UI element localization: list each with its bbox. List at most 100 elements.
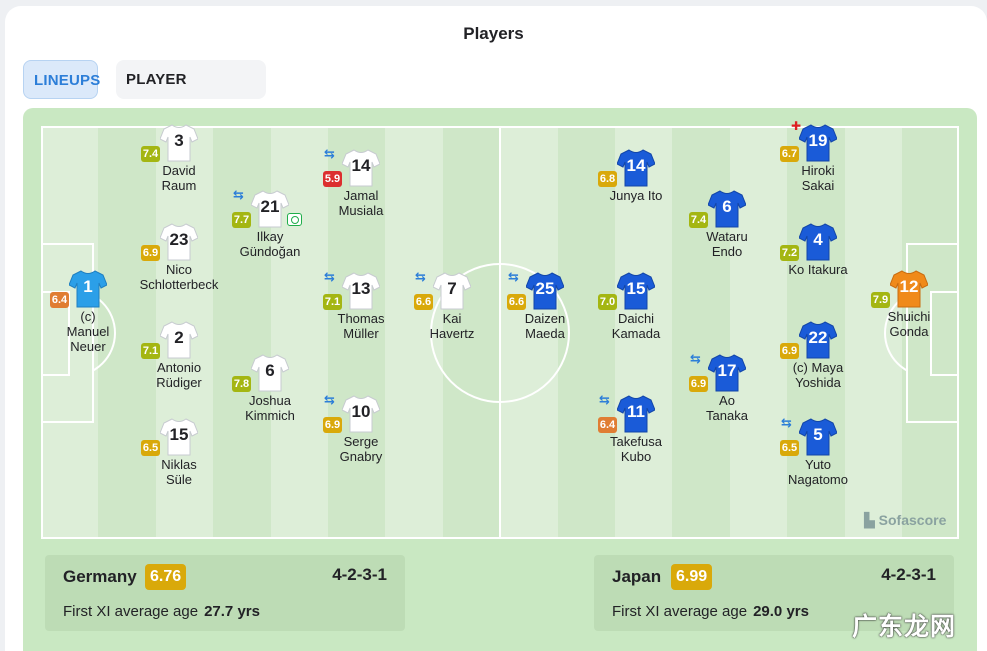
shirt-icon: [69, 270, 107, 308]
shirt-number: 22: [808, 328, 828, 347]
player-rating-badge: 6.8: [598, 171, 617, 187]
shirt-number: 2: [174, 328, 184, 347]
tab-player-statistics[interactable]: PLAYER STATISTICS: [116, 60, 266, 127]
shirt-number: 6: [722, 197, 732, 216]
player-shirt: 23: [160, 222, 198, 262]
player-name: Schlotterbeck: [139, 277, 219, 292]
player-name: Junya Ito: [609, 188, 663, 203]
player-rating-badge: 6.5: [780, 440, 799, 456]
shirt-number: 4: [813, 230, 823, 249]
team-name: Japan: [612, 567, 662, 586]
player-name: Yoshida: [795, 375, 841, 390]
shirt-number: 14: [626, 156, 646, 175]
shirt-number: 15: [626, 279, 646, 298]
substitution-icon: ⇆: [324, 392, 335, 407]
player-name: Shuichi: [887, 309, 931, 324]
shirt-icon: [617, 395, 655, 433]
player-name: Rüdiger: [156, 375, 202, 390]
player-rating-badge: 6.9: [141, 245, 160, 261]
player-name: Raum: [161, 178, 197, 193]
player-name: Nico: [165, 262, 192, 277]
player-name: Niklas: [161, 457, 197, 472]
shirt-number: 19: [808, 131, 828, 150]
player-rating-badge: 7.1: [141, 343, 160, 359]
team-name: Germany: [63, 567, 137, 586]
shirt-icon: [799, 223, 837, 261]
player-name: Sakai: [801, 178, 835, 193]
average-age-value: 27.7 yrs: [204, 603, 260, 620]
shirt-icon: [526, 272, 564, 310]
player-shirt: 15: [160, 417, 198, 457]
player-shirt: 19: [799, 123, 837, 163]
substitution-icon: ⇆: [415, 269, 426, 284]
shirt-number: 23: [169, 230, 189, 249]
player-rating-badge: 6.9: [689, 376, 708, 392]
watermark: 广东龙网: [852, 612, 957, 641]
shirt-icon: [708, 190, 746, 228]
player-rating-badge: 6.6: [507, 294, 526, 310]
shirt-icon: [160, 321, 198, 359]
injury-icon: ✚: [791, 119, 802, 133]
shirt-icon: [890, 270, 928, 308]
shirt-icon: [342, 395, 380, 433]
player-name: Wataru: [706, 229, 748, 244]
player-name: Kubo: [620, 449, 652, 464]
shirt-icon: [160, 418, 198, 456]
player-rating-badge: 7.4: [689, 212, 708, 228]
shirt-icon: [617, 272, 655, 310]
substitution-icon: ⇆: [781, 415, 792, 430]
tab-lineups[interactable]: LINEUPS: [23, 60, 100, 99]
shirt-number: 12: [899, 277, 919, 296]
player-shirt: 6: [708, 189, 746, 229]
shirt-icon: [799, 321, 837, 359]
player-name: Jamal: [343, 188, 379, 203]
player-rating-badge: 5.9: [323, 171, 342, 187]
player-name: Neuer: [70, 339, 106, 354]
player-name: Kamada: [611, 326, 661, 341]
average-age-label: First XI average age: [63, 603, 199, 620]
shirt-icon: [342, 272, 380, 310]
team-formation: 4-2-3-1: [332, 565, 387, 584]
shirt-number: 5: [813, 425, 823, 444]
player-name: Müller: [343, 326, 379, 341]
player-shirt: 11: [617, 394, 655, 434]
player-rating-badge: 7.9: [871, 292, 890, 308]
player-shirt: 10: [342, 394, 380, 434]
player-rating-badge: 6.7: [780, 146, 799, 162]
average-age-label: First XI average age: [612, 603, 748, 620]
player-shirt: 14: [342, 148, 380, 188]
player-rating-badge: 6.4: [50, 292, 69, 308]
shirt-icon: [799, 124, 837, 162]
player-name: Gonda: [889, 324, 929, 339]
player-shirt: 17: [708, 353, 746, 393]
shirt-icon: [708, 354, 746, 392]
player-name: Havertz: [429, 326, 475, 341]
player-rating-badge: 6.4: [598, 417, 617, 433]
player-shirt: 1: [69, 269, 107, 309]
player-name: Antonio: [156, 360, 202, 375]
player-shirt: 22: [799, 320, 837, 360]
shirt-number: 1: [83, 277, 93, 296]
